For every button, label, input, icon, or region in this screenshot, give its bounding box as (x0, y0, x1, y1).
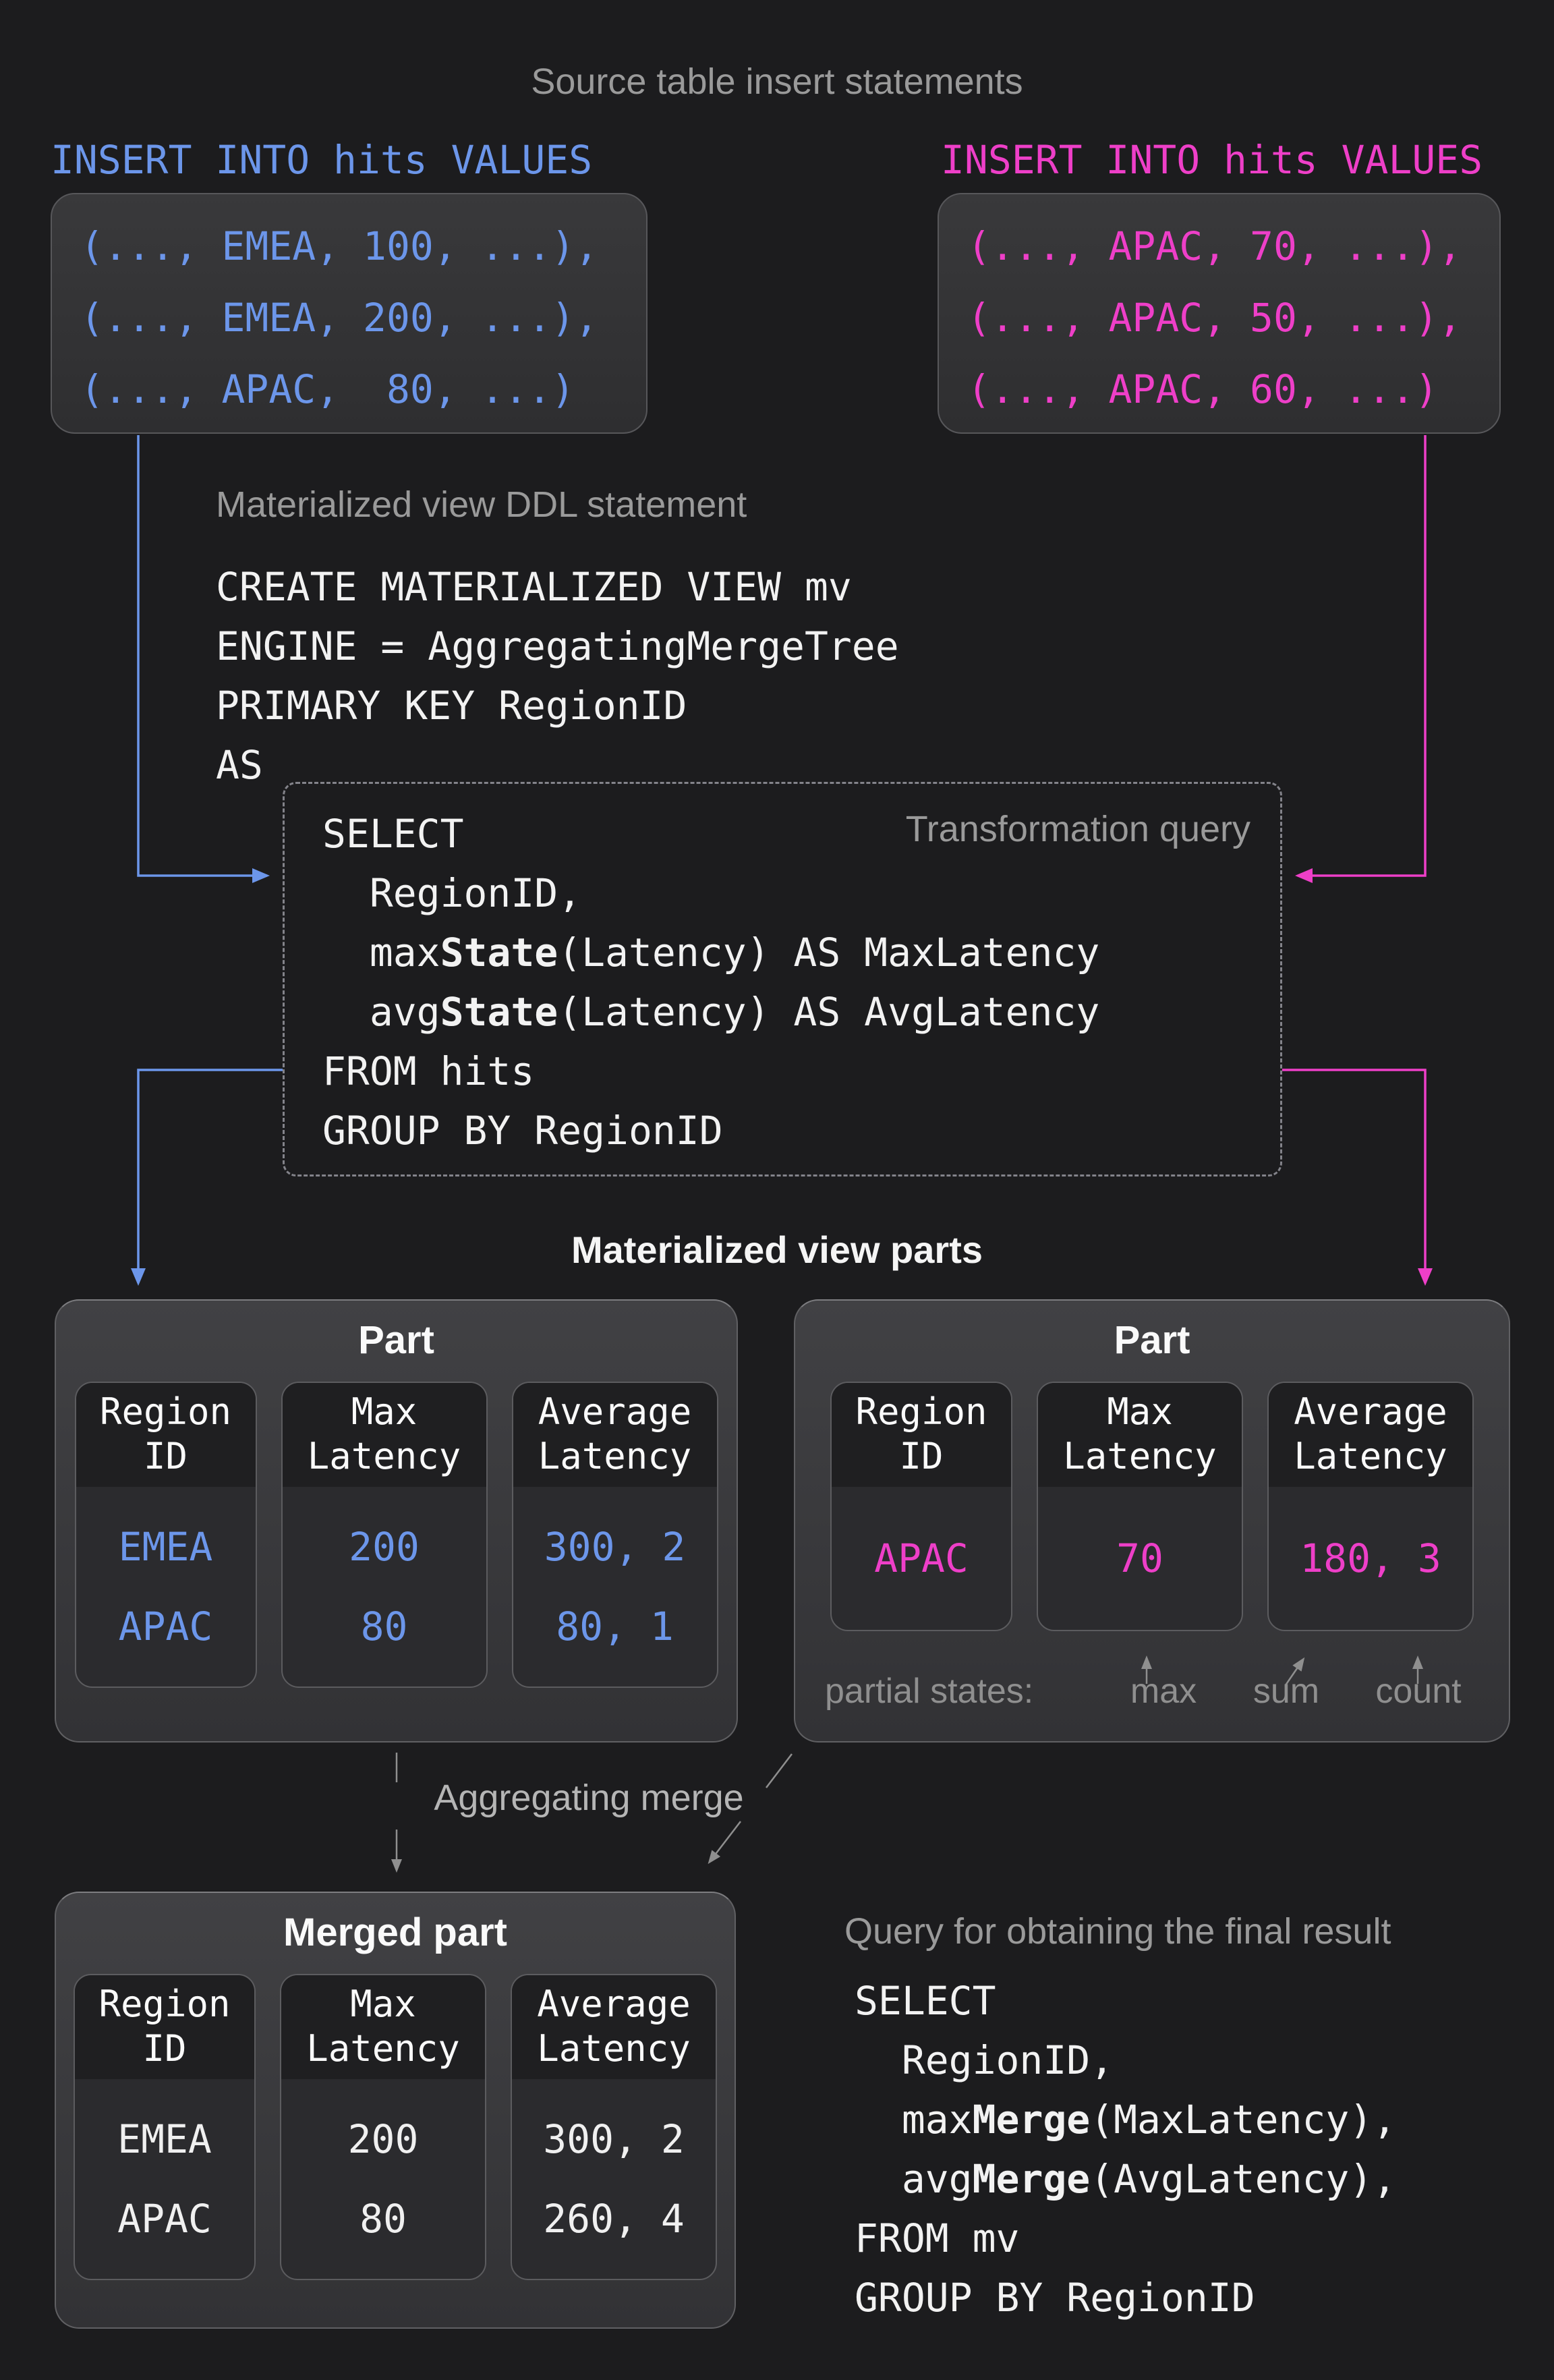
code-line: SELECT (855, 1978, 996, 2024)
code-line: PRIMARY KEY RegionID (216, 683, 687, 729)
cell-value: 80 (359, 2196, 407, 2242)
partial-states-row: partial states: max sum count (795, 1668, 1509, 1715)
page-title: Source table insert statements (531, 61, 1023, 102)
aggregating-merge-label: Aggregating merge (434, 1778, 744, 1818)
insert-left-label: INSERT INTO hits VALUES (51, 137, 593, 183)
code-line: maxState(Latency) AS MaxLatency (322, 930, 1100, 975)
insert-right-box: (..., APAC, 70, ...), (..., APAC, 50, ...… (938, 193, 1501, 434)
partial-states-label: partial states: (825, 1672, 1034, 1711)
cell-value: APAC (874, 1535, 969, 1581)
cell-value: 200 (347, 2116, 419, 2162)
arrow-part-right-to-merged (708, 1821, 741, 1865)
col-header-line: Latency (307, 1435, 461, 1477)
code-line: ENGINE = AggregatingMergeTree (216, 623, 899, 669)
ddl-label: Materialized view DDL statement (216, 484, 747, 525)
code-line: FROM hits (322, 1048, 535, 1094)
col-header-line: Region (855, 1390, 987, 1433)
partial-state-count: count (1375, 1672, 1462, 1711)
cell-value: 300, 2 (544, 1523, 686, 1570)
col-header-line: Average (537, 1983, 691, 2025)
code-line: CREATE MATERIALIZED VIEW mv (216, 564, 852, 610)
cell-value: APAC (117, 2196, 212, 2242)
col-header-line: Region (99, 1390, 232, 1433)
transformation-query-code: SELECT RegionID, maxState(Latency) AS Ma… (322, 804, 1280, 1160)
code-line: RegionID, (322, 870, 582, 916)
col-header-line: Latency (306, 2027, 460, 2070)
code-line: (..., EMEA, 200, ...), (80, 295, 599, 341)
merged-part-title: Merged part (283, 1910, 507, 1954)
col-header-line: ID (143, 1435, 188, 1477)
parts-section-label: Materialized view parts (571, 1228, 983, 1271)
col-header-line: Region (98, 1983, 231, 2025)
ddl-code: CREATE MATERIALIZED VIEW mv ENGINE = Aggr… (216, 557, 899, 795)
transformation-query-box: Transformation query SELECT RegionID, ma… (283, 782, 1282, 1177)
col-header-line: Latency (537, 2027, 691, 2070)
code-line: GROUP BY RegionID (322, 1108, 723, 1154)
final-query-label: Query for obtaining the final result (844, 1911, 1391, 1952)
code-line: (..., APAC, 60, ...) (967, 366, 1439, 412)
insert-right-label: INSERT INTO hits VALUES (941, 137, 1483, 183)
col-header-line: Latency (538, 1435, 692, 1477)
col-header-line: ID (142, 2027, 187, 2070)
arrow-insert-right-to-query (1295, 435, 1427, 883)
code-line: (..., APAC, 80, ...) (80, 366, 575, 412)
cell-value: EMEA (118, 1523, 213, 1570)
code-line: SELECT (322, 811, 464, 857)
cell-value: 180, 3 (1300, 1535, 1441, 1581)
cell-value: 70 (1116, 1535, 1163, 1581)
code-line: RegionID, (855, 2037, 1114, 2083)
col-header-line: Max (351, 1390, 418, 1433)
col-header-line: Latency (1294, 1435, 1447, 1477)
col-header-line: ID (899, 1435, 944, 1477)
final-query-code: SELECT RegionID, maxMerge(MaxLatency), a… (855, 1971, 1396, 2327)
cell-value: 260, 4 (543, 2196, 685, 2242)
cell-value: 80, 1 (556, 1604, 674, 1650)
insert-left-box: (..., EMEA, 100, ...), (..., EMEA, 200, .… (51, 193, 648, 434)
code-line: (..., APAC, 50, ...), (967, 295, 1462, 341)
code-line: avgState(Latency) AS AvgLatency (322, 989, 1100, 1035)
cell-value: 80 (360, 1604, 408, 1650)
col-header-line: Max (350, 1983, 416, 2025)
code-line: avgMerge(AvgLatency), (855, 2156, 1397, 2202)
code-line: FROM mv (855, 2215, 1020, 2261)
code-line: maxMerge(MaxLatency), (855, 2097, 1397, 2143)
col-header-line: Average (1294, 1390, 1447, 1433)
code-line: GROUP BY RegionID (855, 2275, 1255, 2321)
cell-value: APAC (118, 1604, 213, 1650)
col-header-line: Average (538, 1390, 692, 1433)
partial-state-max: max (1130, 1672, 1197, 1711)
code-line: (..., APAC, 70, ...), (967, 223, 1462, 269)
col-header-line: Max (1107, 1390, 1173, 1433)
code-line: (..., EMEA, 100, ...), (80, 223, 599, 269)
transformation-query-label: Transformation query (905, 809, 1250, 849)
cell-value: EMEA (117, 2116, 212, 2162)
cell-value: 300, 2 (543, 2116, 685, 2162)
part-right-title: Part (1114, 1318, 1190, 1362)
col-header-line: Latency (1063, 1435, 1217, 1477)
arrow-part-right-to-merged (766, 1753, 793, 1788)
cell-value: 200 (349, 1523, 420, 1570)
partial-state-sum: sum (1253, 1672, 1320, 1711)
part-left-title: Part (358, 1318, 434, 1362)
